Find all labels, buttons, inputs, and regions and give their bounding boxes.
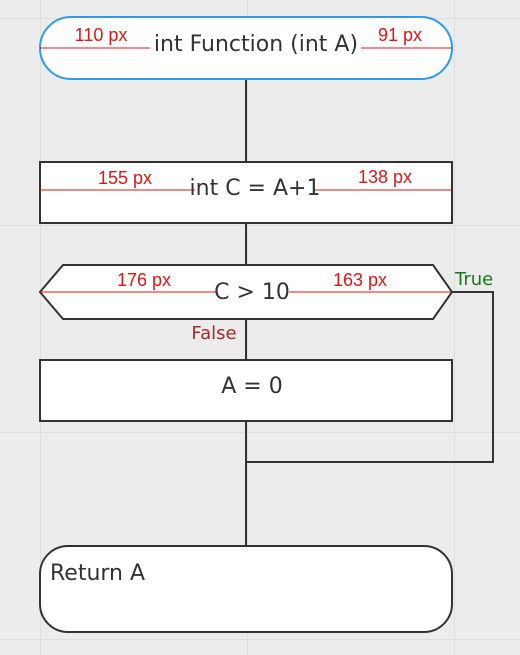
assign-a-label: A = 0 — [221, 374, 282, 399]
return-terminal[interactable] — [39, 545, 453, 633]
true-branch-label: True — [454, 269, 493, 290]
condition-label: C > 10 — [214, 280, 290, 305]
false-branch-label: False — [191, 323, 236, 344]
condition-right-measure: 163 px — [333, 270, 387, 290]
assign-c-left-measure: 155 px — [98, 168, 152, 188]
return-label: Return A — [50, 561, 145, 586]
assign-c-label: int C = A+1 — [190, 176, 321, 201]
assign-c-process[interactable] — [39, 161, 453, 224]
function-left-measure: 110 px — [75, 25, 128, 45]
function-label: int Function (int A) — [154, 32, 358, 57]
connector-condition-true — [246, 291, 494, 463]
assign-c-right-measure: 138 px — [358, 167, 412, 187]
function-right-measure: 91 px — [378, 25, 422, 45]
condition-left-measure: 176 px — [117, 270, 171, 290]
assign-a-process[interactable] — [39, 359, 453, 422]
